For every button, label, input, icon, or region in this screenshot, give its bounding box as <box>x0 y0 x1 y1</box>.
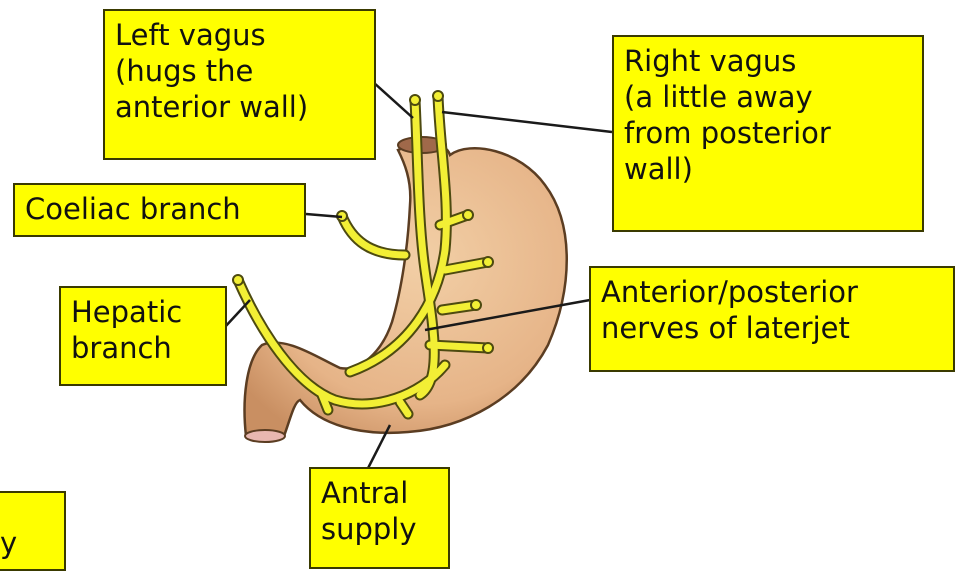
label-coeliac-branch: Coeliac branch <box>13 183 306 237</box>
label-antral-supply: Antral supply <box>309 467 450 569</box>
leader-left-vagus <box>373 82 413 118</box>
leader-hepatic <box>224 300 250 328</box>
label-partial-bottom-left: y <box>0 491 66 571</box>
duodenum-opening <box>245 430 285 442</box>
label-right-vagus: Right vagus (a little away from posterio… <box>612 35 924 232</box>
label-hepatic-branch: Hepatic branch <box>59 286 227 386</box>
leader-right-vagus <box>442 112 612 132</box>
label-left-vagus: Left vagus (hugs the anterior wall) <box>103 9 376 160</box>
label-laterjet-nerves: Anterior/posterior nerves of laterjet <box>589 266 955 372</box>
